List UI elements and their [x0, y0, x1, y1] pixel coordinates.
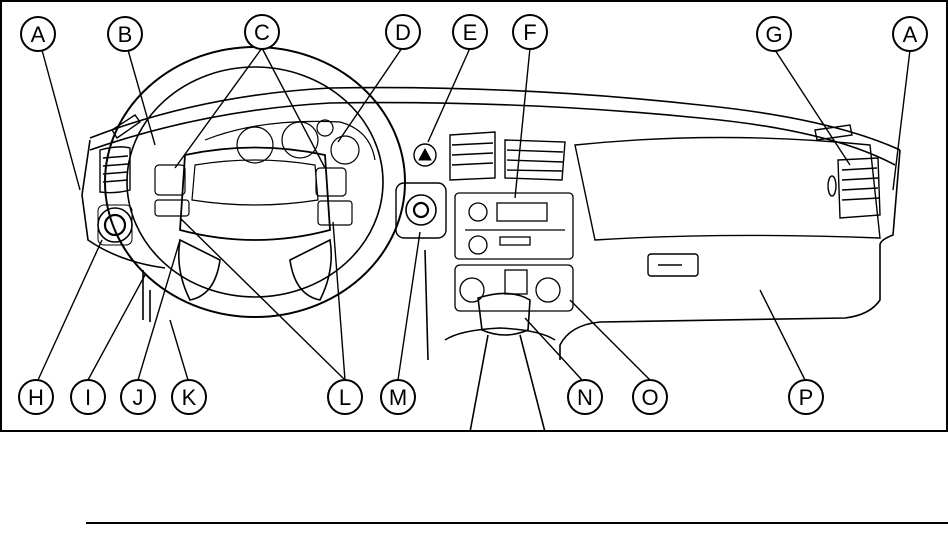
callout-I: I	[71, 380, 105, 414]
svg-text:G: G	[765, 22, 782, 47]
center-vents	[450, 132, 565, 180]
callout-C: C	[245, 15, 279, 49]
callout-K: K	[172, 380, 206, 414]
callout-N: N	[568, 380, 602, 414]
svg-text:A: A	[31, 22, 46, 47]
svg-text:B: B	[118, 22, 133, 47]
svg-text:O: O	[641, 385, 658, 410]
callout-P: P	[789, 380, 823, 414]
svg-text:P: P	[799, 385, 814, 410]
callout-A-left: A	[21, 17, 55, 51]
callout-B: B	[108, 17, 142, 51]
dashboard-outline	[82, 88, 900, 360]
audio-system	[455, 193, 573, 259]
hazard-button	[414, 144, 436, 166]
svg-text:E: E	[463, 20, 478, 45]
callout-D: D	[386, 15, 420, 49]
callout-F: F	[513, 15, 547, 49]
instrument-panel-diagram: A B C D E F G A H I J K	[0, 0, 948, 432]
instrument-cluster	[205, 120, 375, 164]
svg-text:K: K	[182, 385, 197, 410]
callout-G: G	[757, 17, 791, 51]
ignition-switch	[396, 183, 446, 238]
svg-text:L: L	[339, 385, 351, 410]
svg-text:D: D	[395, 20, 411, 45]
glove-box	[575, 138, 880, 277]
figure-frame	[1, 1, 947, 431]
svg-text:J: J	[133, 385, 144, 410]
callout-M: M	[381, 380, 415, 414]
svg-text:H: H	[28, 385, 44, 410]
svg-text:F: F	[523, 20, 536, 45]
svg-text:I: I	[85, 385, 91, 410]
svg-text:N: N	[577, 385, 593, 410]
callout-H: H	[19, 380, 53, 414]
callout-E: E	[453, 15, 487, 49]
headlamp-switch	[98, 205, 132, 245]
callout-A-right: A	[893, 17, 927, 51]
callout-J: J	[121, 380, 155, 414]
svg-text:M: M	[389, 385, 407, 410]
bottom-rule	[86, 522, 948, 524]
gear-shifter	[470, 293, 545, 432]
climate-controls	[455, 265, 573, 311]
callout-L: L	[328, 380, 362, 414]
svg-text:A: A	[903, 22, 918, 47]
callout-O: O	[633, 380, 667, 414]
svg-text:C: C	[254, 20, 270, 45]
